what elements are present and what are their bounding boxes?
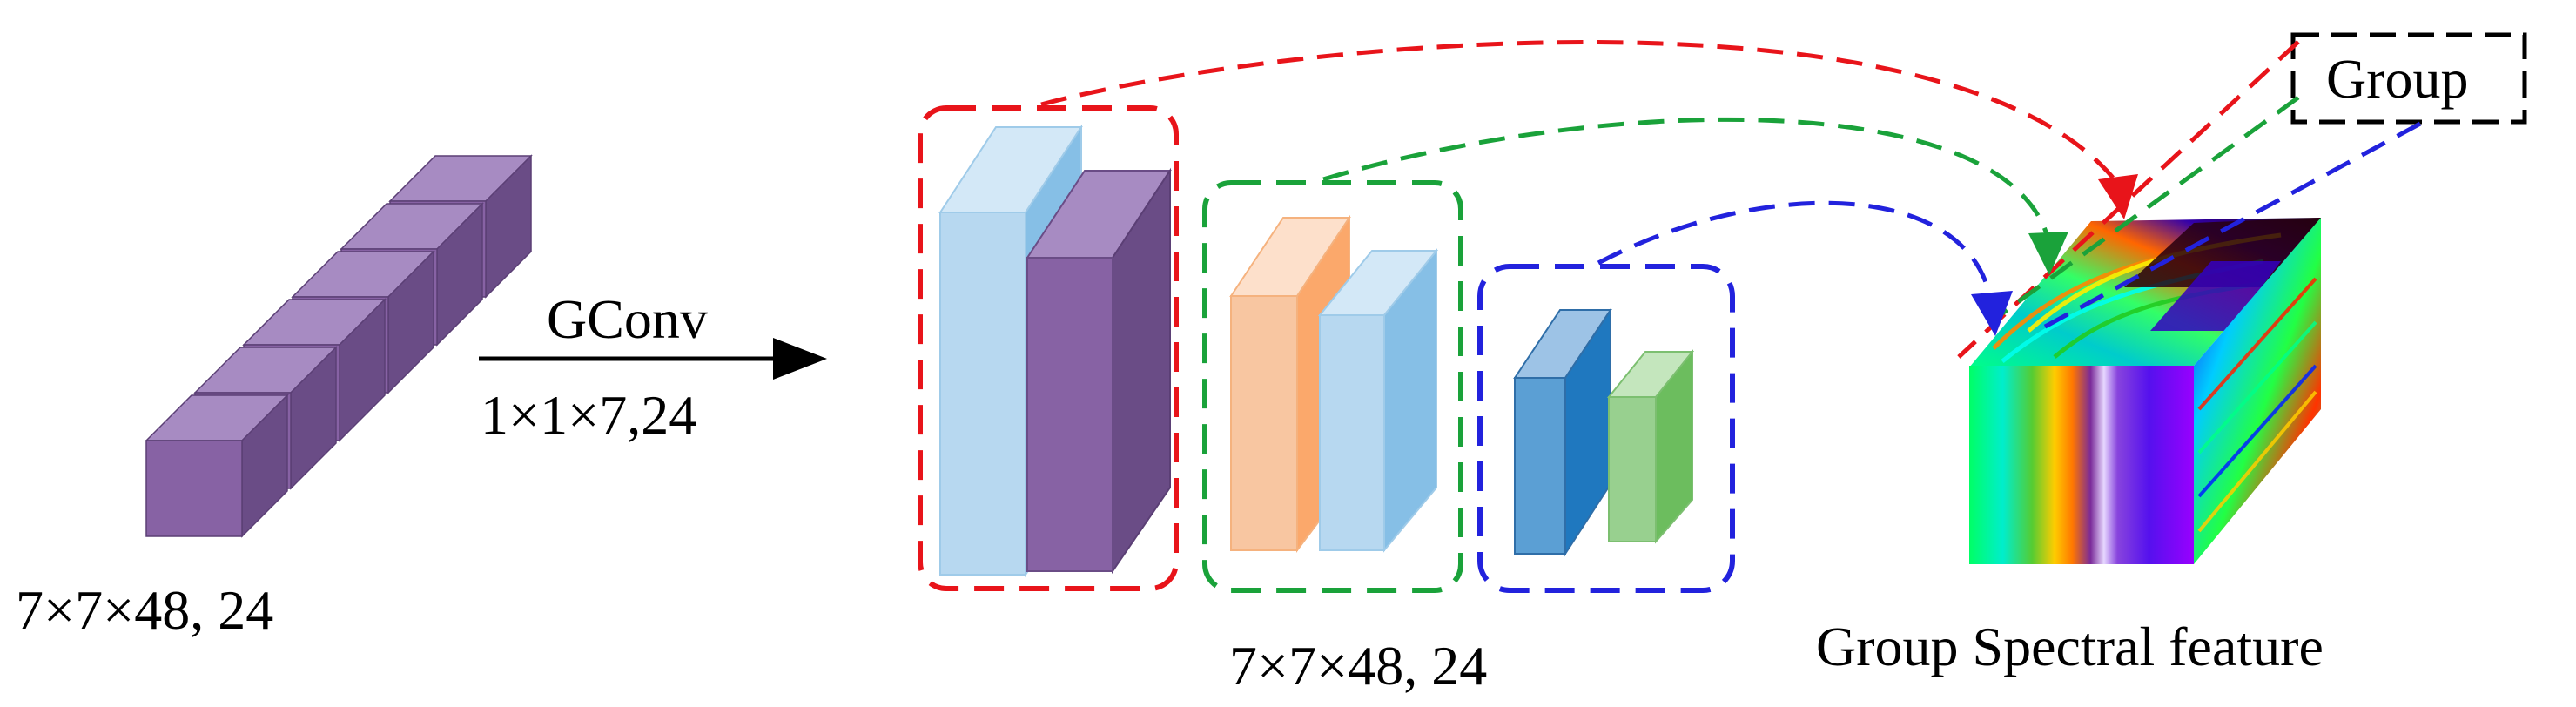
group-tag-label: Group	[2326, 48, 2469, 110]
group-3-box	[1477, 264, 1735, 593]
group-1-blocks	[938, 124, 1172, 578]
group-tag-line-blue	[2035, 121, 2422, 333]
group-3-arrow	[1597, 200, 2013, 336]
input-cube-stack	[145, 154, 533, 538]
feature-caption: Group Spectral feature	[1816, 616, 2324, 677]
input-size-label: 7×7×48, 24	[16, 579, 273, 641]
group-2-arrow	[1322, 117, 2068, 275]
group-tag-box	[2290, 32, 2527, 125]
group-1-arrow	[1040, 40, 2138, 219]
spectral-feature-cube	[1969, 218, 2321, 564]
group-2-blocks	[1229, 214, 1439, 553]
group-3-blocks	[1513, 306, 1695, 557]
gconv-arrow	[479, 338, 827, 380]
group-2-box	[1202, 180, 1463, 593]
group-1-box	[918, 105, 1179, 591]
input-cube	[145, 394, 289, 538]
group-tag-line-green	[2001, 95, 2300, 316]
op-name-label: GConv	[547, 288, 708, 350]
group-tag-line-red	[1957, 40, 2300, 359]
output-size-label: 7×7×48, 24	[1229, 635, 1487, 697]
op-params-label: 1×1×7,24	[481, 384, 696, 446]
